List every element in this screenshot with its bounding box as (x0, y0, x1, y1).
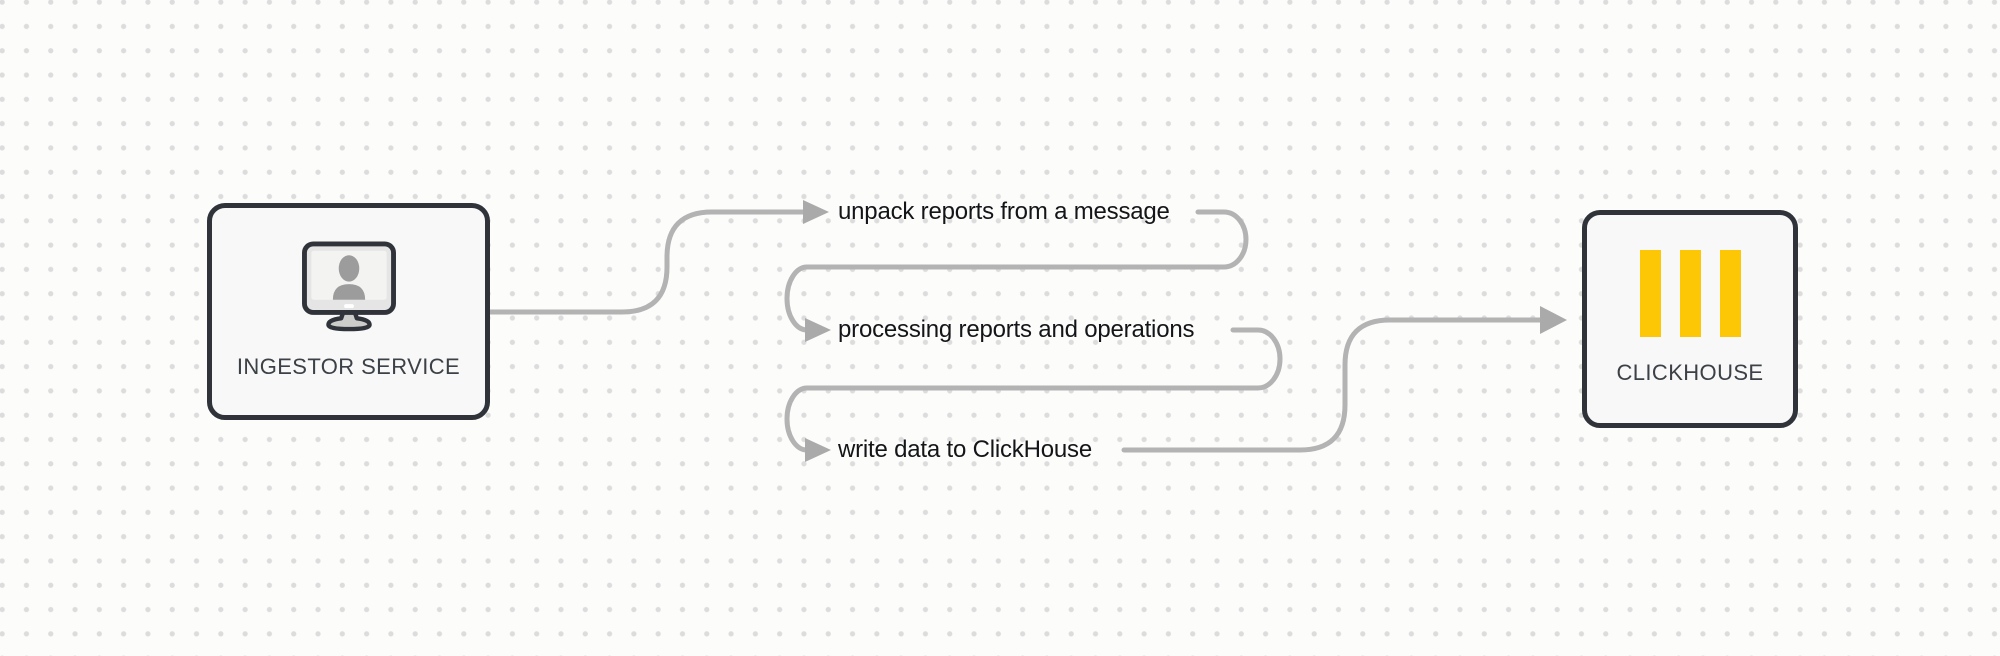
step-label-processing: processing reports and operations (838, 316, 1195, 343)
connector-ingestor-to-step1 (486, 200, 829, 315)
step-label-write: write data to ClickHouse (838, 436, 1092, 463)
connector-step3-to-clickhouse (1121, 306, 1567, 453)
user-monitor-icon (301, 241, 396, 332)
node-ingestor-service: INGESTOR SERVICE (207, 203, 490, 420)
connector-path (486, 209, 806, 315)
arrowhead-icon (803, 200, 829, 224)
connector-path (784, 327, 1283, 453)
connector-path (1121, 317, 1544, 453)
logo-bar (1679, 250, 1701, 337)
node-label-ingestor-service: INGESTOR SERVICE (236, 354, 461, 379)
node-label-clickhouse: CLICKHOUSE (1616, 360, 1764, 385)
clickhouse-logo-icon (1639, 250, 1741, 337)
logo-bar (1639, 250, 1661, 337)
arrowhead-icon (805, 438, 831, 462)
node-clickhouse: CLICKHOUSE (1582, 210, 1798, 428)
step-label-unpack: unpack reports from a message (838, 198, 1170, 225)
arrowhead-icon (805, 318, 831, 342)
logo-bar (1719, 250, 1741, 337)
arrowhead-icon (1540, 306, 1567, 334)
connector-path (784, 209, 1249, 333)
connector-step1-to-step2 (784, 209, 1249, 342)
user-silhouette-icon (332, 255, 365, 300)
monitor-stand (325, 310, 372, 332)
power-dash (343, 304, 354, 309)
connector-step2-to-step3 (784, 327, 1283, 462)
